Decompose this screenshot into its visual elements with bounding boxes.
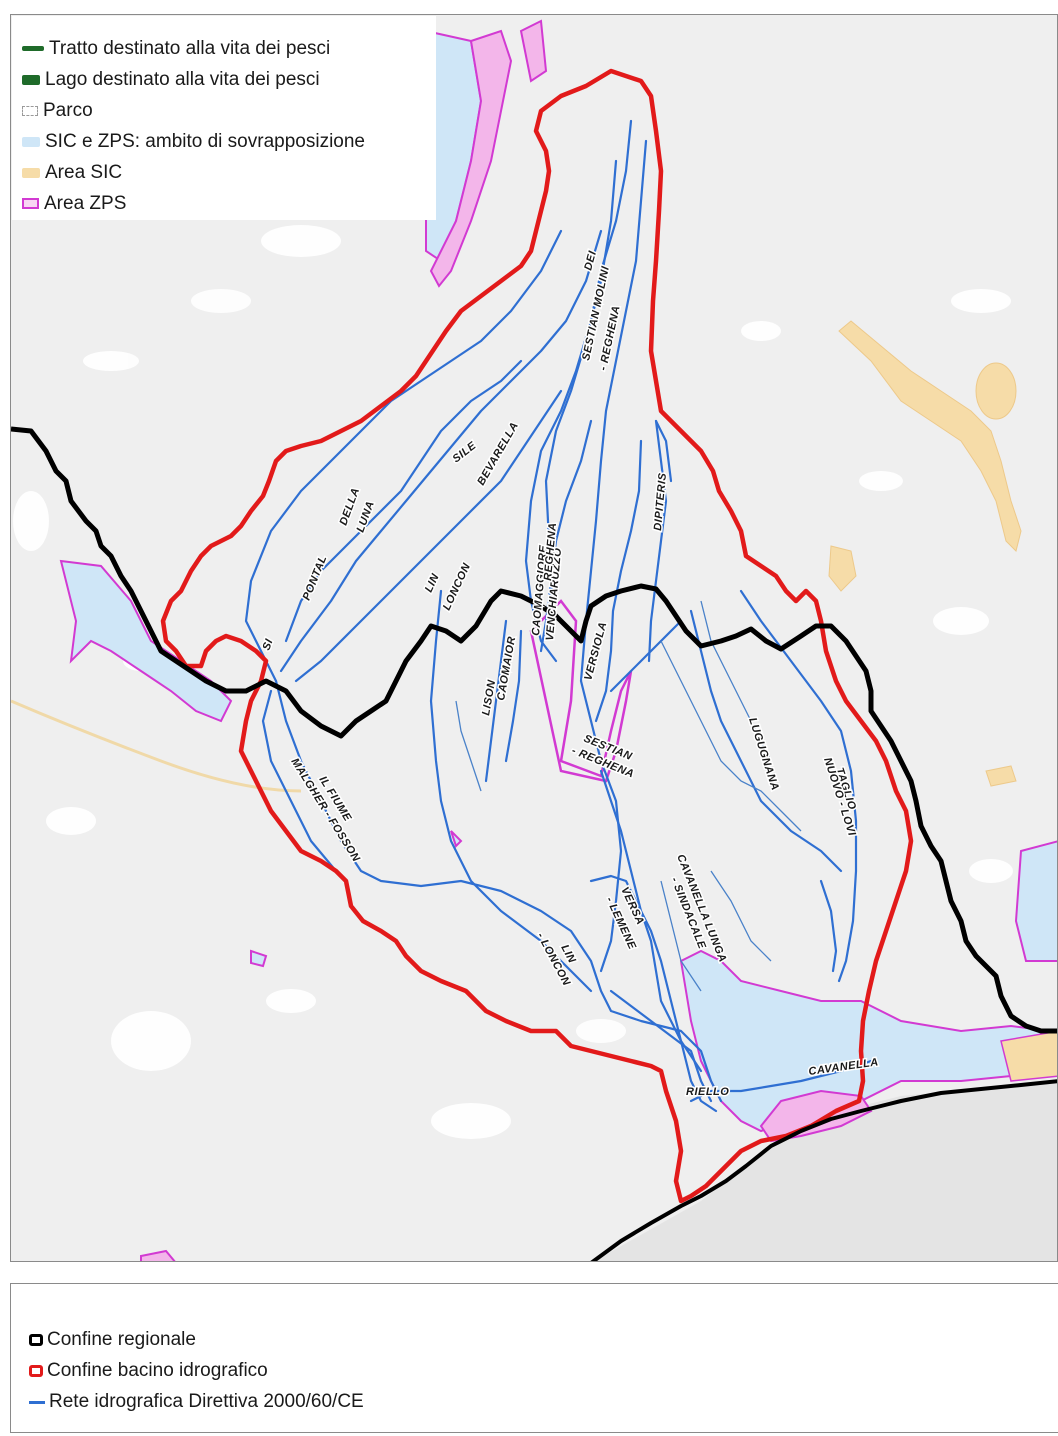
basin-boundary: [160, 68, 914, 1204]
legend-item-rete-idrografica: Rete idrografica Direttiva 2000/60/CE: [11, 1386, 1058, 1417]
red-box-icon: [29, 1364, 43, 1377]
green-line-icon: [22, 46, 44, 51]
legend-label: Confine bacino idrografico: [47, 1359, 268, 1381]
legend-item-lago: Lago destinato alla vita dei pesci: [12, 64, 436, 95]
legend-label: Area ZPS: [44, 192, 127, 214]
regional-boundary: [11, 426, 1057, 1034]
blue-rect-icon: [22, 136, 40, 147]
legend-label: SIC e ZPS: ambito di sovrapposizione: [45, 130, 365, 152]
map-legend-top: Tratto destinato alla vita dei pesci Lag…: [12, 16, 436, 220]
sea-area: [594, 1081, 1057, 1261]
sic-areas: [11, 320, 1022, 793]
coastline-boundary: [590, 1079, 1057, 1261]
legend-label: Tratto destinato alla vita dei pesci: [49, 37, 331, 59]
magenta-rect-icon: [22, 198, 39, 209]
legend-label: Lago destinato alla vita dei pesci: [45, 68, 320, 90]
green-rect-icon: [22, 74, 40, 85]
legend-item-zps: Area ZPS: [12, 188, 436, 219]
blue-line-icon: [29, 1401, 45, 1404]
black-box-icon: [29, 1333, 43, 1346]
legend-label: Confine regionale: [47, 1328, 196, 1350]
legend-item-confine-regionale: Confine regionale: [11, 1324, 1058, 1355]
map-legend-bottom: Confine regionale Confine bacino idrogra…: [10, 1283, 1058, 1433]
legend-item-tratto: Tratto destinato alla vita dei pesci: [12, 33, 436, 64]
park-icon: [22, 105, 38, 116]
minor-rivers: [455, 600, 802, 992]
beige-rect-icon: [22, 167, 40, 178]
legend-item-confine-bacino: Confine bacino idrografico: [11, 1355, 1058, 1386]
map-canvas[interactable]: DEI SESTIAN MOLINI - REGHENA SILE BEVARE…: [11, 15, 1058, 1262]
legend-label: Area SIC: [45, 161, 123, 183]
legend-label: Parco: [43, 99, 93, 121]
map-frame: DEI SESTIAN MOLINI - REGHENA SILE BEVARE…: [10, 14, 1058, 1262]
river-network: [244, 119, 873, 1113]
legend-label: Rete idrografica Direttiva 2000/60/CE: [49, 1390, 364, 1412]
legend-item-parco: Parco: [12, 95, 436, 126]
legend-item-sic-zps: SIC e ZPS: ambito di sovrapposizione: [12, 126, 436, 157]
label-riello: RIELLO: [686, 1086, 729, 1098]
legend-item-sic: Area SIC: [12, 157, 436, 188]
